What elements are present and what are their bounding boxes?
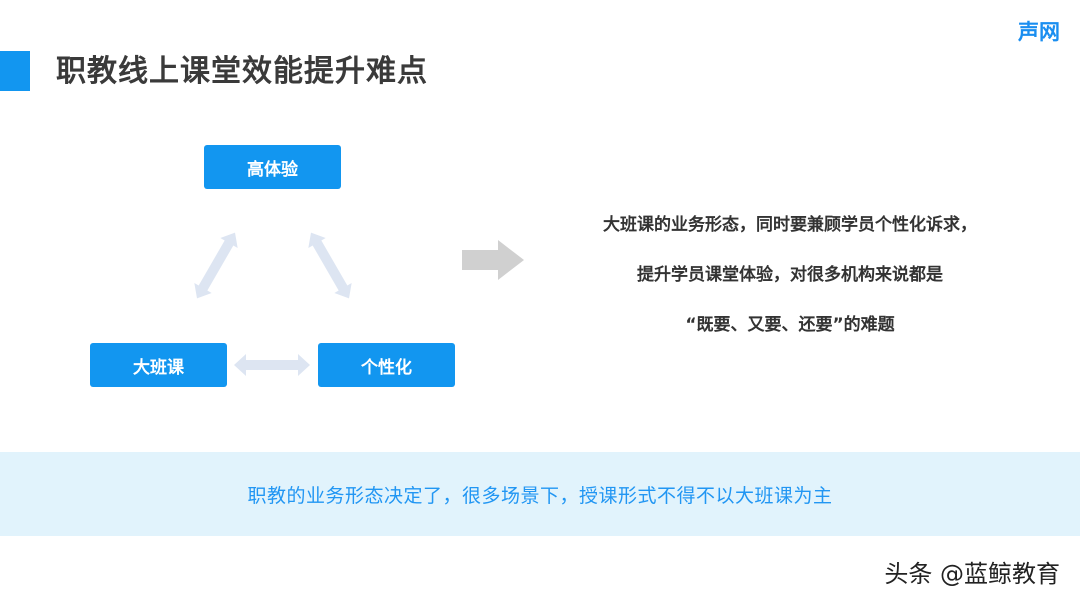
double-arrow-icon	[194, 232, 238, 299]
double-arrow-icon	[234, 354, 310, 376]
description-line: 提升学员课堂体验，对很多机构来说都是	[637, 265, 943, 285]
summary-banner: 职教的业务形态决定了，很多场景下，授课形式不得不以大班课为主	[0, 452, 1080, 536]
node-high-experience: 高体验	[204, 145, 341, 189]
title-accent-bar	[0, 51, 30, 91]
double-arrow-icon	[308, 232, 352, 299]
node-personalization: 个性化	[318, 343, 455, 387]
description-line: 大班课的业务形态，同时要兼顾学员个性化诉求，	[603, 215, 977, 235]
page-title: 职教线上课堂效能提升难点	[56, 54, 428, 89]
watermark: 头条 @蓝鲸教育	[884, 560, 1060, 588]
brand-logo: 声网	[1018, 20, 1060, 44]
node-large-class: 大班课	[90, 343, 227, 387]
description-line: “既要、又要、还要”的难题	[685, 315, 895, 335]
arrow-right-icon	[462, 240, 524, 280]
description-text: 大班课的业务形态，同时要兼顾学员个性化诉求， 提升学员课堂体验，对很多机构来说都…	[545, 200, 1035, 350]
banner-text: 职教的业务形态决定了，很多场景下，授课形式不得不以大班课为主	[247, 484, 833, 507]
